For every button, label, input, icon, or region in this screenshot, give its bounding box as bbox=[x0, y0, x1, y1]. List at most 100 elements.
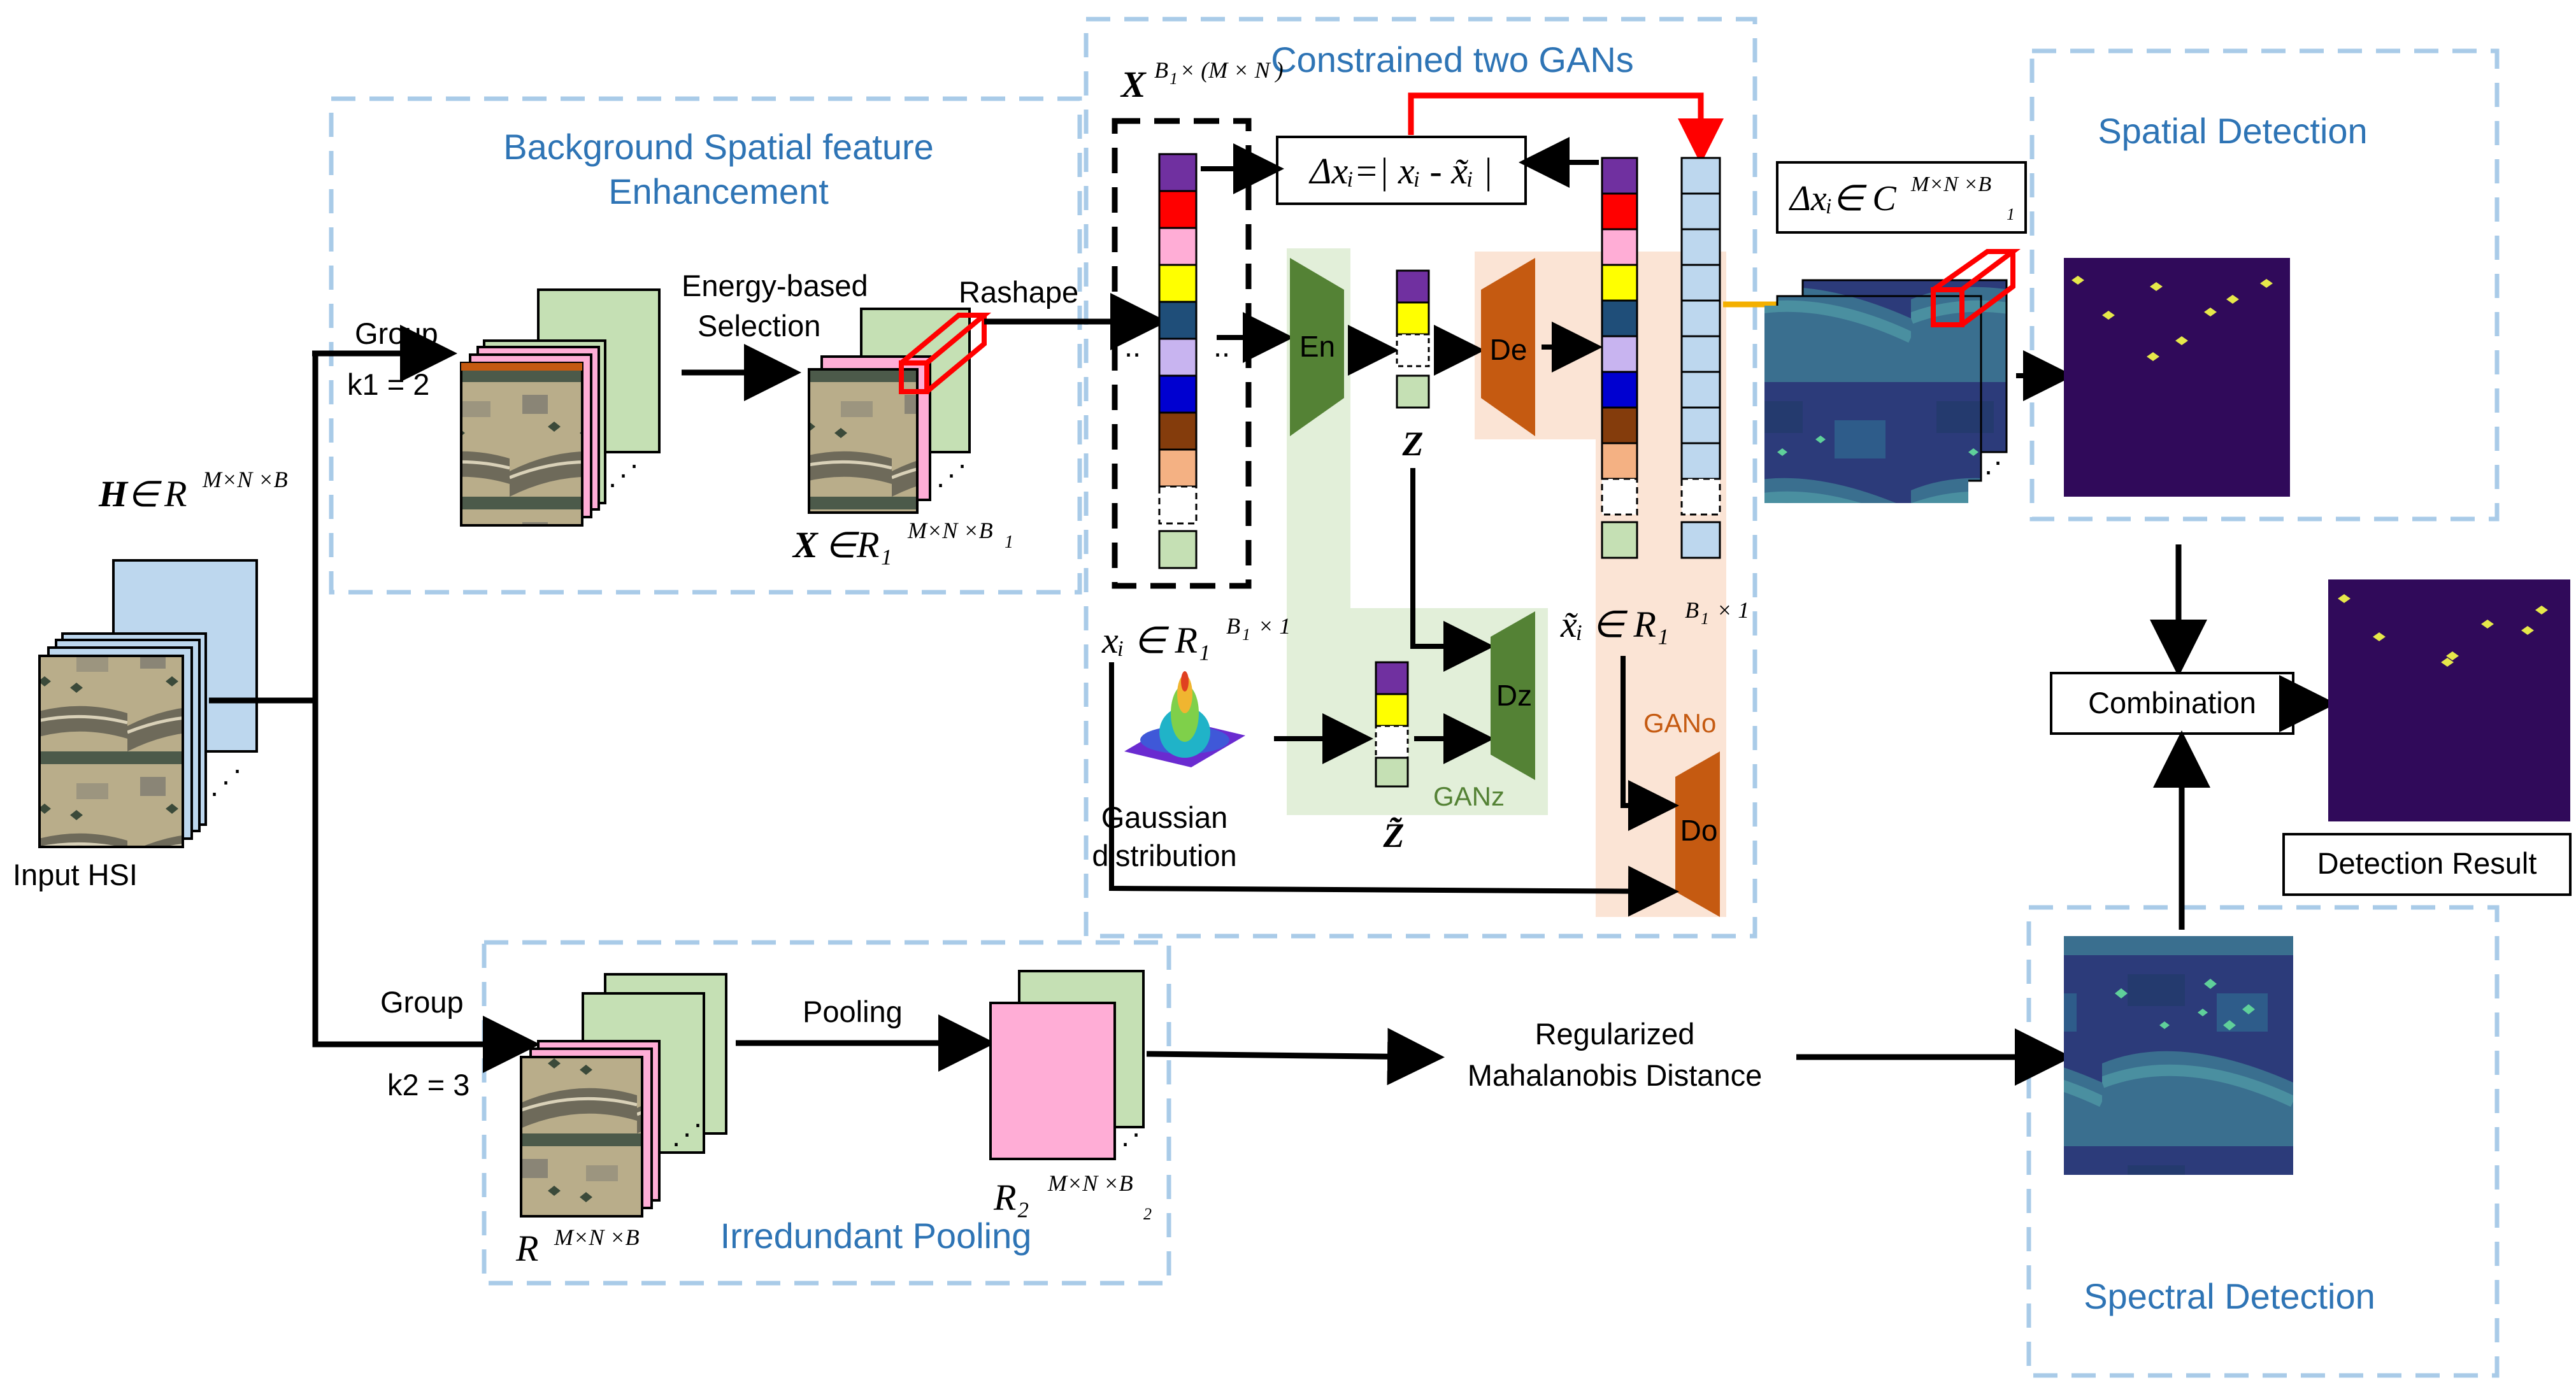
svg-text:M×N ×B: M×N ×B bbox=[1910, 173, 1991, 196]
svg-text:.: . bbox=[222, 757, 230, 791]
gano-label: GANo bbox=[1643, 708, 1716, 738]
xi-formula: xᵢ ∈ R₁ B 1 × 1 bbox=[1101, 613, 1291, 661]
vector-cell bbox=[1680, 299, 1721, 337]
svg-text:x̃ᵢ ∈ R₁: x̃ᵢ ∈ R₁ bbox=[1560, 604, 1669, 645]
vector-cell bbox=[1680, 192, 1721, 231]
ganz-label: GANz bbox=[1433, 781, 1505, 811]
regularized-line2: Mahalanobis Distance bbox=[1468, 1058, 1762, 1092]
svg-text:B: B bbox=[1226, 613, 1240, 639]
vector-cell bbox=[1680, 478, 1721, 516]
spatial-detection-map bbox=[2064, 258, 2290, 497]
vector-cell bbox=[1680, 521, 1721, 559]
encoder-label: En bbox=[1299, 330, 1335, 363]
svg-text:∈: ∈ bbox=[825, 526, 859, 565]
svg-text:.: . bbox=[608, 460, 617, 494]
vector-cell bbox=[1601, 442, 1638, 480]
gaussian-label-line1: Gaussian bbox=[1101, 800, 1228, 834]
pooled-cube: . . bbox=[989, 970, 1145, 1160]
xtilde-formula: x̃ᵢ ∈ R₁ B 1 × 1 bbox=[1560, 597, 1749, 645]
regularized-line1: Regularized bbox=[1535, 1017, 1695, 1051]
combination-label: Combination bbox=[2088, 686, 2256, 720]
target-blob bbox=[2147, 352, 2159, 361]
svg-text:M×N ×B: M×N ×B bbox=[1047, 1170, 1133, 1196]
grouped-cube-bottom: . . . bbox=[520, 973, 727, 1218]
input-to-do-arrow bbox=[1109, 662, 1679, 917]
group-bottom-label: Group bbox=[380, 985, 464, 1019]
k1-label: k1 = 2 bbox=[347, 367, 429, 401]
energy-selection-line2: Selection bbox=[698, 309, 820, 343]
difference-vector bbox=[1680, 157, 1721, 559]
vector-cell bbox=[1158, 411, 1198, 451]
decoder-block bbox=[1481, 258, 1535, 436]
svg-text:× (M × N ): × (M × N ) bbox=[1180, 57, 1284, 83]
reconstructed-vector bbox=[1601, 157, 1638, 559]
r-formula: R M×N ×B bbox=[515, 1225, 640, 1269]
svg-text:1: 1 bbox=[1005, 532, 1013, 552]
svg-text:.: . bbox=[672, 1119, 680, 1153]
difference-map-stack: . . bbox=[1764, 279, 2008, 503]
svg-text:∈: ∈ bbox=[127, 475, 162, 515]
ztilde-vector bbox=[1375, 661, 1409, 788]
delta-c-formula: Δxᵢ∈ C M×N ×B 1 bbox=[1789, 173, 2015, 224]
vector-cell bbox=[1158, 448, 1198, 488]
svg-text:.: . bbox=[958, 441, 966, 474]
svg-text:R₂: R₂ bbox=[993, 1177, 1029, 1218]
x-formula: X ∈ R₁ M×N ×B 1 bbox=[792, 518, 1013, 565]
z-label: Z bbox=[1402, 425, 1424, 463]
svg-text:.: . bbox=[210, 769, 218, 802]
svg-text:.: . bbox=[936, 460, 945, 494]
svg-text:Δxᵢ∈ C: Δxᵢ∈ C bbox=[1789, 179, 1896, 218]
target-blob bbox=[2535, 606, 2548, 614]
vector-cell bbox=[1601, 406, 1638, 444]
irredundant-pooling-section bbox=[482, 940, 1171, 1286]
vector-cell bbox=[1680, 406, 1721, 444]
target-blob bbox=[2102, 311, 2115, 320]
gaussian-label-line2: distribution bbox=[1092, 839, 1236, 872]
constrained-gans-title: Constrained two GANs bbox=[1271, 39, 1634, 80]
svg-text:2: 2 bbox=[1143, 1205, 1152, 1223]
svg-text:xᵢ ∈ R₁: xᵢ ∈ R₁ bbox=[1101, 620, 1210, 661]
vector-cell bbox=[1601, 157, 1638, 195]
decoder-label: De bbox=[1490, 333, 1528, 366]
vector-cell bbox=[1680, 335, 1721, 373]
target-blob bbox=[2481, 620, 2494, 629]
detection-result-map bbox=[2328, 579, 2570, 821]
detection-result-box bbox=[2282, 833, 2572, 896]
vector-cell bbox=[1680, 442, 1721, 480]
target-blob bbox=[2373, 632, 2386, 641]
svg-text:M×N ×B: M×N ×B bbox=[907, 518, 993, 543]
vector-cell bbox=[1680, 264, 1721, 302]
bottom-branch-arrow bbox=[312, 700, 540, 1073]
vector-cell bbox=[1158, 227, 1198, 266]
target-blob bbox=[2521, 626, 2534, 635]
input-hsi-label: Input HSI bbox=[13, 858, 138, 891]
vector-cell bbox=[1158, 153, 1198, 192]
svg-text:.: . bbox=[947, 450, 955, 484]
svg-text:.: . bbox=[1132, 1109, 1140, 1143]
svg-text:.: . bbox=[1994, 437, 2002, 471]
vector-cell bbox=[1680, 371, 1721, 409]
bg-enhance-title-line2: Enhancement bbox=[608, 171, 829, 211]
svg-text:X: X bbox=[792, 524, 819, 565]
energy-selection-line1: Energy-based bbox=[682, 269, 868, 302]
svg-text:M×N ×B: M×N ×B bbox=[554, 1225, 640, 1250]
svg-text:1: 1 bbox=[2007, 205, 2015, 224]
vector-cell bbox=[1601, 192, 1638, 231]
red-pixel-prism-map bbox=[1931, 249, 2021, 327]
svg-text:R: R bbox=[164, 473, 187, 515]
input-hsi-cube: . . . bbox=[38, 559, 258, 848]
vector-cell bbox=[1158, 190, 1198, 229]
delta-c-box bbox=[1776, 161, 2027, 234]
vector-cell bbox=[1601, 521, 1638, 559]
vector-cell bbox=[1680, 228, 1721, 266]
svg-text:1: 1 bbox=[1242, 625, 1250, 644]
vector-cell bbox=[1158, 530, 1198, 569]
vector-cell bbox=[1158, 301, 1198, 340]
vector-cell bbox=[1158, 337, 1198, 377]
constrained-gans-section bbox=[1084, 17, 1757, 939]
rashape-label: Rashape bbox=[959, 275, 1078, 309]
pooling-label: Pooling bbox=[803, 995, 903, 1028]
spatial-detection-title: Spatial Detection bbox=[2098, 111, 2367, 151]
r2-formula: R₂ M×N ×B 2 bbox=[993, 1170, 1152, 1223]
